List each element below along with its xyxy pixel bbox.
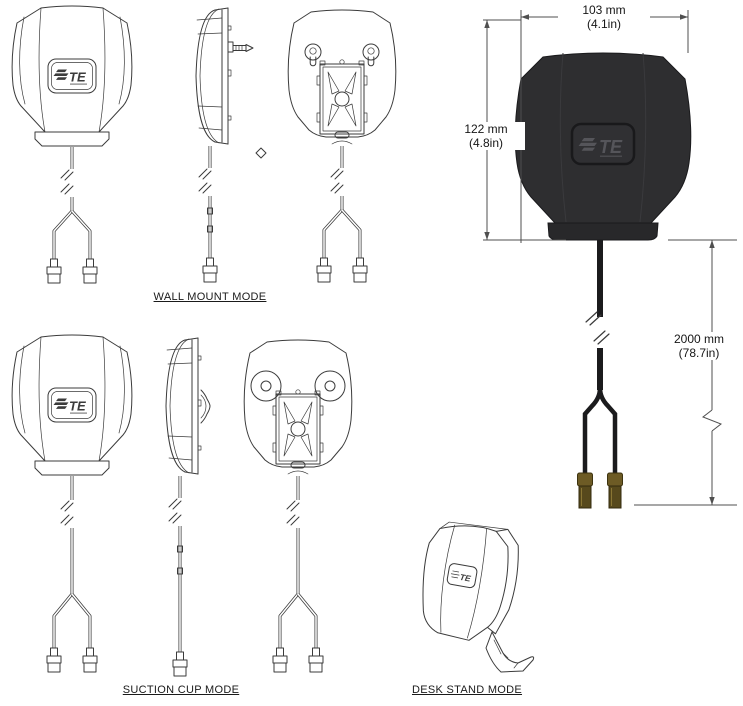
product-render: TE bbox=[514, 52, 692, 509]
suction-back-view bbox=[243, 339, 353, 672]
desk-stand-foot bbox=[485, 631, 535, 673]
wall-mount-screw bbox=[227, 41, 254, 53]
keyhole-slot bbox=[362, 43, 380, 67]
suction-cup-profile bbox=[200, 389, 211, 424]
suction-back-cable bbox=[273, 476, 323, 672]
wall-mount-back-view bbox=[287, 9, 397, 282]
wall-mount-side-view bbox=[195, 7, 254, 282]
desk-stand-view: TE bbox=[422, 521, 535, 673]
suction-front-cable bbox=[47, 476, 97, 672]
suction-side-cable bbox=[169, 476, 187, 676]
wall-mount-mode-label: WALL MOUNT MODE bbox=[153, 291, 267, 303]
dimension-height-label: 122 mm (4.8in) bbox=[447, 122, 525, 150]
keyhole-slot bbox=[304, 43, 322, 67]
diamond-marker bbox=[255, 147, 267, 159]
te-logo: TE bbox=[446, 563, 478, 589]
te-logo-text: TE bbox=[599, 137, 623, 157]
suction-front-view bbox=[11, 334, 133, 672]
wall-side-cable bbox=[199, 146, 217, 282]
product-cable bbox=[582, 240, 618, 473]
suction-cup-mode-label: SUCTION CUP MODE bbox=[122, 684, 240, 696]
wall-front-cable bbox=[47, 147, 97, 283]
sma-connector-right bbox=[607, 472, 623, 509]
dimension-cable-label: 2000 mm (78.7in) bbox=[658, 332, 740, 360]
wall-back-cable bbox=[317, 146, 367, 282]
wall-mount-front-view bbox=[11, 5, 133, 283]
te-logo: TE bbox=[570, 122, 636, 166]
sma-connector-left bbox=[577, 472, 593, 509]
suction-cups bbox=[250, 370, 346, 402]
desk-stand-mode-label: DESK STAND MODE bbox=[411, 684, 523, 696]
te-logo-text: TE bbox=[459, 572, 472, 584]
suction-side-view bbox=[165, 337, 211, 676]
product-base-band bbox=[547, 222, 659, 241]
dimension-width-label: 103 mm (4.1in) bbox=[558, 3, 650, 31]
